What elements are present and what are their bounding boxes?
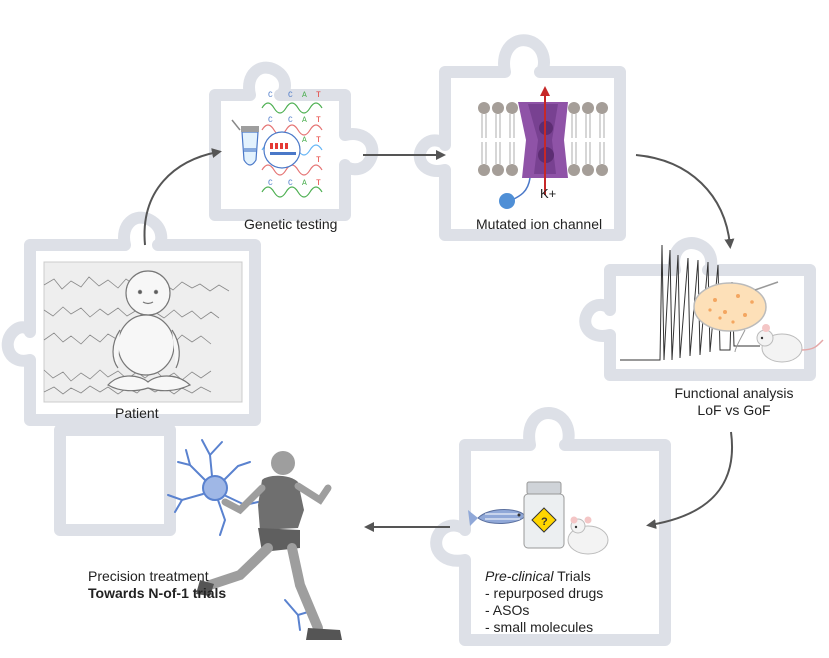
trials-title-italic: Pre-clinical: [485, 568, 554, 584]
runner-icon: [196, 451, 342, 640]
trials-title-rest: Trials: [553, 568, 591, 584]
svg-text:C: C: [268, 179, 273, 188]
mutation-domain: [499, 193, 515, 209]
svg-text:C: C: [268, 91, 273, 100]
svg-text:A: A: [302, 91, 307, 100]
label-functional-analysis: Functional analysis LoF vs GoF: [664, 385, 804, 419]
puzzle-piece-left: [54, 424, 176, 536]
baby-eeg-icon: [43, 261, 243, 403]
treatment-line2: Towards N-of-1 trials: [88, 585, 227, 601]
k-plus-label: K+: [540, 186, 556, 201]
baby-icon: [107, 270, 192, 392]
svg-text:A: A: [302, 179, 307, 188]
membrane-lipid-heads: [478, 102, 608, 176]
trials-item: - small molecules: [485, 619, 594, 635]
channel-tail: [511, 177, 531, 201]
electrophysiology-mouse-icon: [620, 244, 824, 363]
svg-text:C: C: [268, 116, 273, 125]
functional-line2: LoF vs GoF: [697, 402, 771, 418]
svg-text:T: T: [316, 91, 321, 100]
label-patient: Patient: [115, 405, 159, 421]
zebrafish-drug-mouse-icon: ?: [468, 481, 609, 555]
svg-text:T: T: [316, 116, 321, 125]
mouse-icon: [756, 324, 824, 363]
arrow-patient-to-genetic: [143, 148, 222, 246]
treatment-line1: Precision treatment: [88, 568, 209, 584]
magnifier-icon: [263, 131, 301, 169]
neuron-icon: [167, 439, 309, 631]
puzzle-piece-functional: [579, 237, 816, 381]
svg-text:C: C: [288, 91, 293, 100]
svg-text:T: T: [316, 179, 321, 188]
label-precision-treatment: Precision treatment Towards N-of-1 trial…: [88, 568, 226, 602]
cycle-arrows: [143, 148, 735, 532]
puzzle-piece-channel: [413, 34, 626, 241]
zebrafish-icon: [468, 509, 526, 526]
label-mutated-ion-channel: Mutated ion channel: [476, 216, 603, 232]
svg-text:C: C: [288, 116, 293, 125]
test-tube-icon: [231, 119, 259, 166]
svg-text:C: C: [288, 179, 293, 188]
ion-channel-icon: K+: [478, 86, 608, 209]
svg-text:A: A: [302, 116, 307, 125]
functional-line1: Functional analysis: [674, 385, 794, 401]
puzzle-piece-genetic: [209, 61, 379, 221]
trials-item: - repurposed drugs: [485, 585, 604, 601]
drug-bottle-icon: ?: [523, 481, 565, 549]
arrow-channel-to-functional: [635, 154, 735, 249]
mouse-small-icon: [567, 516, 609, 555]
label-preclinical-trials: Pre-clinical Trials - repurposed drugs -…: [485, 568, 603, 636]
puzzle-piece-patient: [1, 211, 261, 426]
dna-sequencing-icon: C C A T C C A T C A T T C C A T: [231, 91, 323, 198]
petri-dish-icon: [693, 281, 779, 332]
trials-item: - ASOs: [485, 602, 530, 618]
membrane-lipid-tails: [481, 114, 605, 164]
svg-text:T: T: [316, 156, 321, 165]
runner-neuron-icon: [167, 439, 342, 640]
arrow-functional-to-trials: [646, 431, 733, 529]
label-genetic-testing: Genetic testing: [244, 216, 338, 232]
svg-text:T: T: [316, 136, 321, 145]
svg-text:?: ?: [541, 516, 548, 528]
trials-title: Pre-clinical Trials: [485, 568, 603, 585]
svg-text:A: A: [302, 136, 307, 145]
